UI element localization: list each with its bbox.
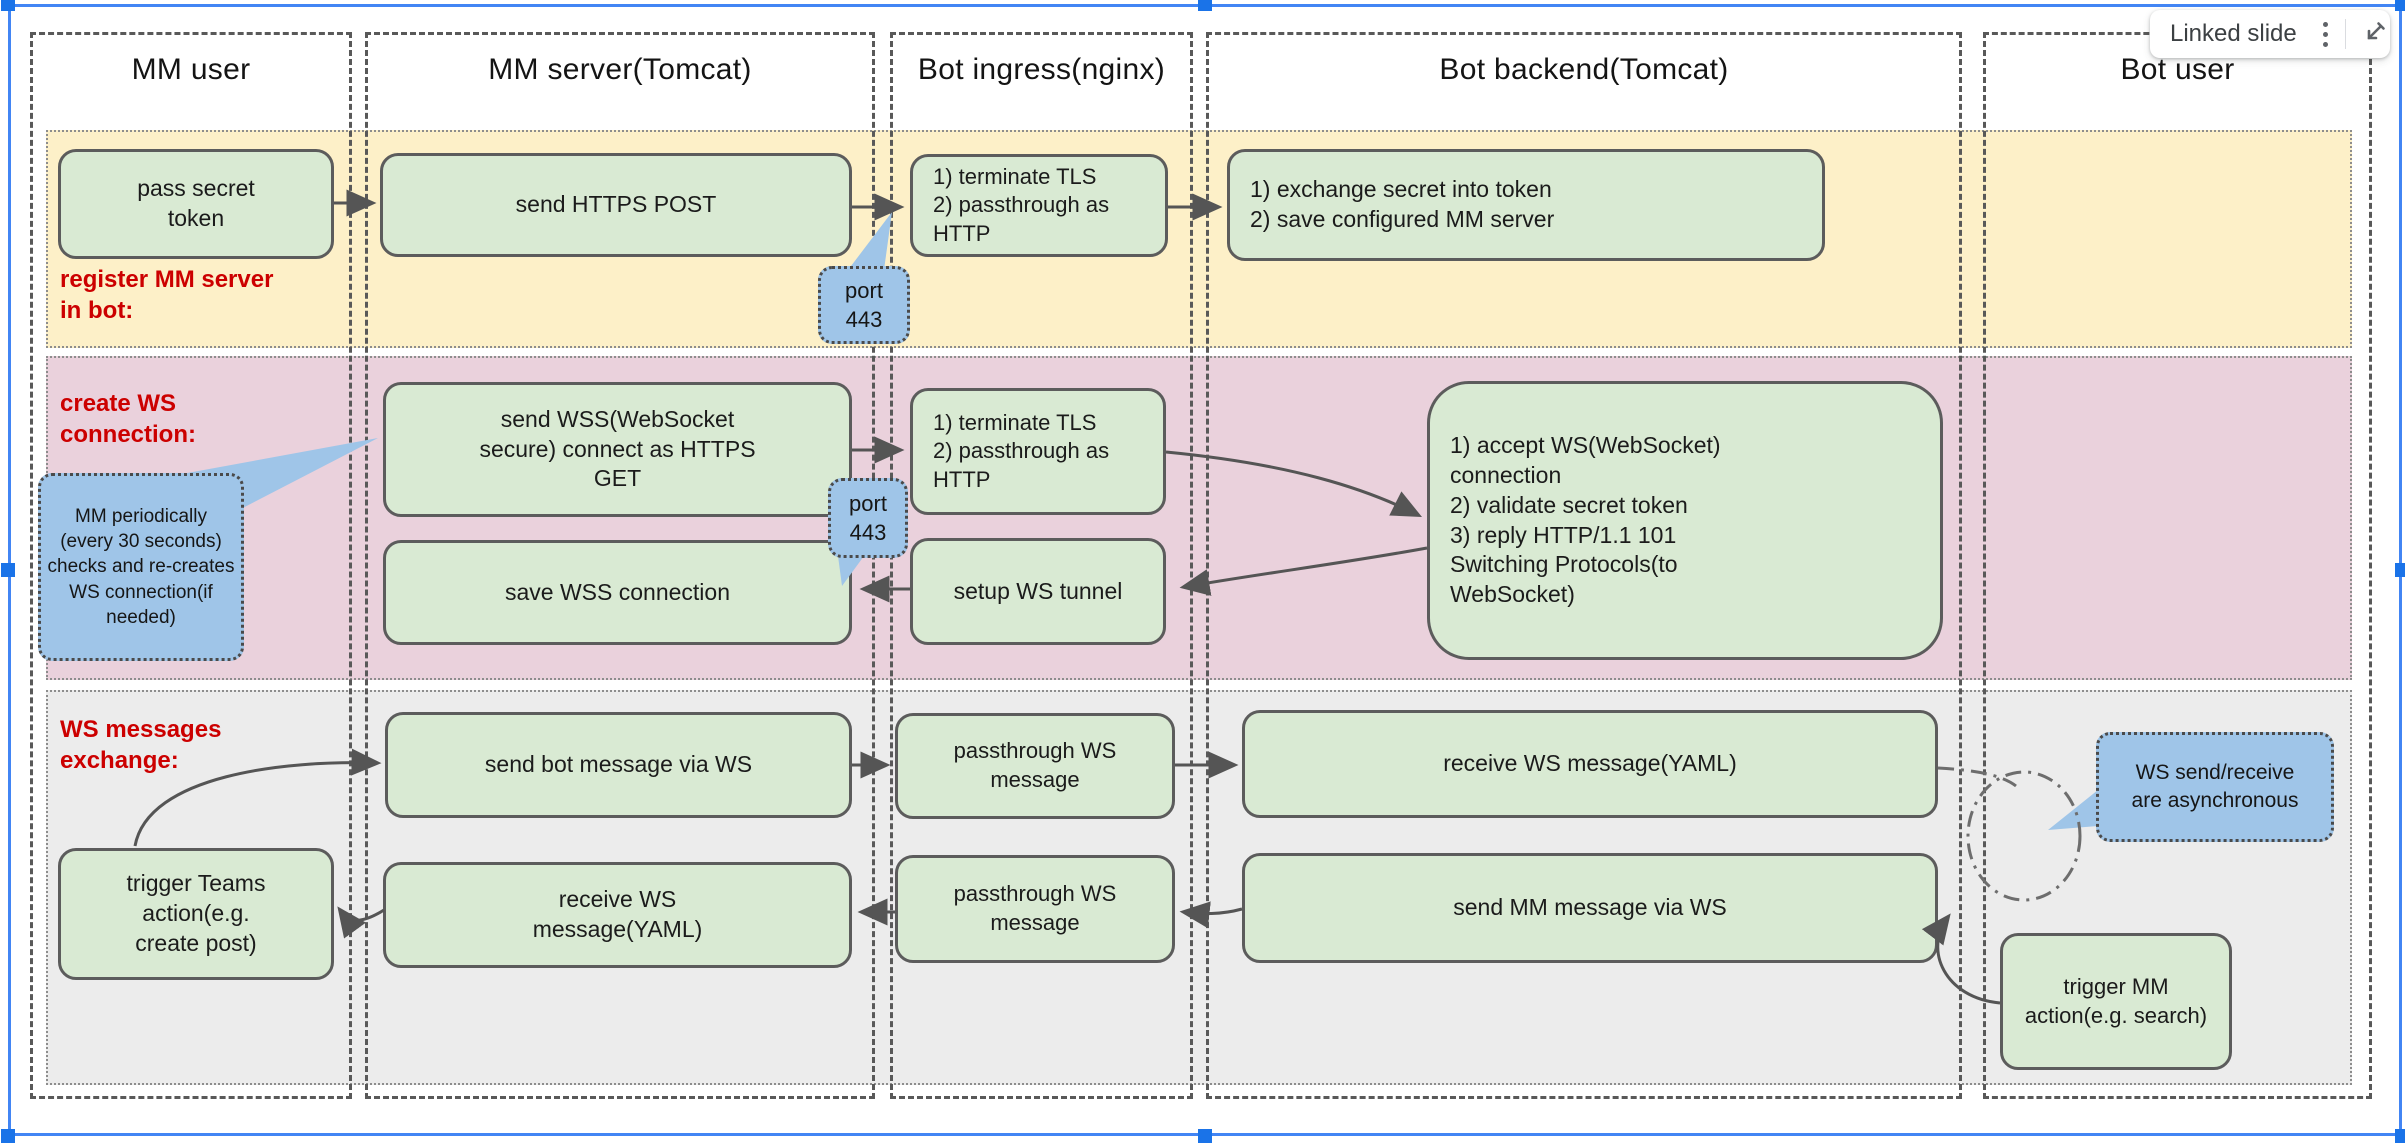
callout-ws-async: WS send/receive are asynchronous xyxy=(2096,732,2334,842)
callout-mm-periodic: MM periodically (every 30 seconds) check… xyxy=(38,473,244,661)
lane-title-bot-ingress: Bot ingress(nginx) xyxy=(917,53,1166,86)
node-accept-ws: 1) accept WS(WebSocket) connection 2) va… xyxy=(1427,381,1943,660)
lane-title-bot-backend: Bot backend(Tomcat) xyxy=(1439,53,1729,86)
selection-handle-bottom-left[interactable] xyxy=(1,1129,15,1143)
selection-handle-bottom-right[interactable] xyxy=(2395,1129,2405,1143)
node-passthrough-ws-2: passthrough WS message xyxy=(895,855,1175,963)
selection-handle-top-left[interactable] xyxy=(1,0,15,11)
callout-port-443-top: port 443 xyxy=(818,266,910,344)
lane-mm-user: MM user xyxy=(30,32,352,1099)
row-label-create-ws: create WS connection: xyxy=(60,390,196,449)
kebab-menu-icon[interactable] xyxy=(2313,17,2339,51)
collapse-icon[interactable] xyxy=(2356,17,2390,51)
lane-bot-ingress: Bot ingress(nginx) xyxy=(890,32,1193,1099)
lane-title-bot-user: Bot user xyxy=(2120,53,2235,86)
node-send-wss-connect: send WSS(WebSocket secure) connect as HT… xyxy=(383,382,852,517)
selection-handle-bottom-center[interactable] xyxy=(1198,1129,1212,1143)
node-setup-ws-tunnel: setup WS tunnel xyxy=(910,538,1166,645)
node-receive-ws-message: receive WS message(YAML) xyxy=(1242,710,1938,818)
node-terminate-tls-1: 1) terminate TLS 2) passthrough as HTTP xyxy=(910,154,1168,257)
selection-handle-top-right[interactable] xyxy=(2395,0,2405,11)
node-passthrough-ws-1: passthrough WS message xyxy=(895,713,1175,819)
node-trigger-mm-action: trigger MM action(e.g. search) xyxy=(2000,933,2232,1070)
pill-divider xyxy=(2344,19,2346,49)
node-trigger-teams-action: trigger Teams action(e.g. create post) xyxy=(58,848,334,980)
linked-slide-badge: Linked slide xyxy=(2150,10,2390,58)
node-exchange-secret: 1) exchange secret into token 2) save co… xyxy=(1227,149,1825,261)
node-send-mm-message: send MM message via WS xyxy=(1242,853,1938,963)
node-send-bot-message: send bot message via WS xyxy=(385,712,852,818)
lane-mm-server: MM server(Tomcat) xyxy=(365,32,875,1099)
selection-handle-right-middle[interactable] xyxy=(2395,563,2405,577)
lane-title-mm-user: MM user xyxy=(131,53,251,86)
node-send-https-post: send HTTPS POST xyxy=(380,153,852,257)
node-pass-secret-token: pass secret token xyxy=(58,149,334,259)
node-receive-ws-yaml: receive WS message(YAML) xyxy=(383,862,852,968)
node-terminate-tls-2: 1) terminate TLS 2) passthrough as HTTP xyxy=(910,388,1166,515)
selection-handle-left-middle[interactable] xyxy=(1,563,15,577)
linked-slide-label: Linked slide xyxy=(2170,20,2297,47)
row-label-register: register MM server in bot: xyxy=(60,266,274,325)
lane-title-mm-server: MM server(Tomcat) xyxy=(488,53,752,86)
row-label-ws-exchange: WS messages exchange: xyxy=(60,716,222,775)
node-save-wss-connection: save WSS connection xyxy=(383,540,852,645)
callout-port-443-mid: port 443 xyxy=(828,478,908,558)
selection-handle-top-center[interactable] xyxy=(1198,0,1212,11)
